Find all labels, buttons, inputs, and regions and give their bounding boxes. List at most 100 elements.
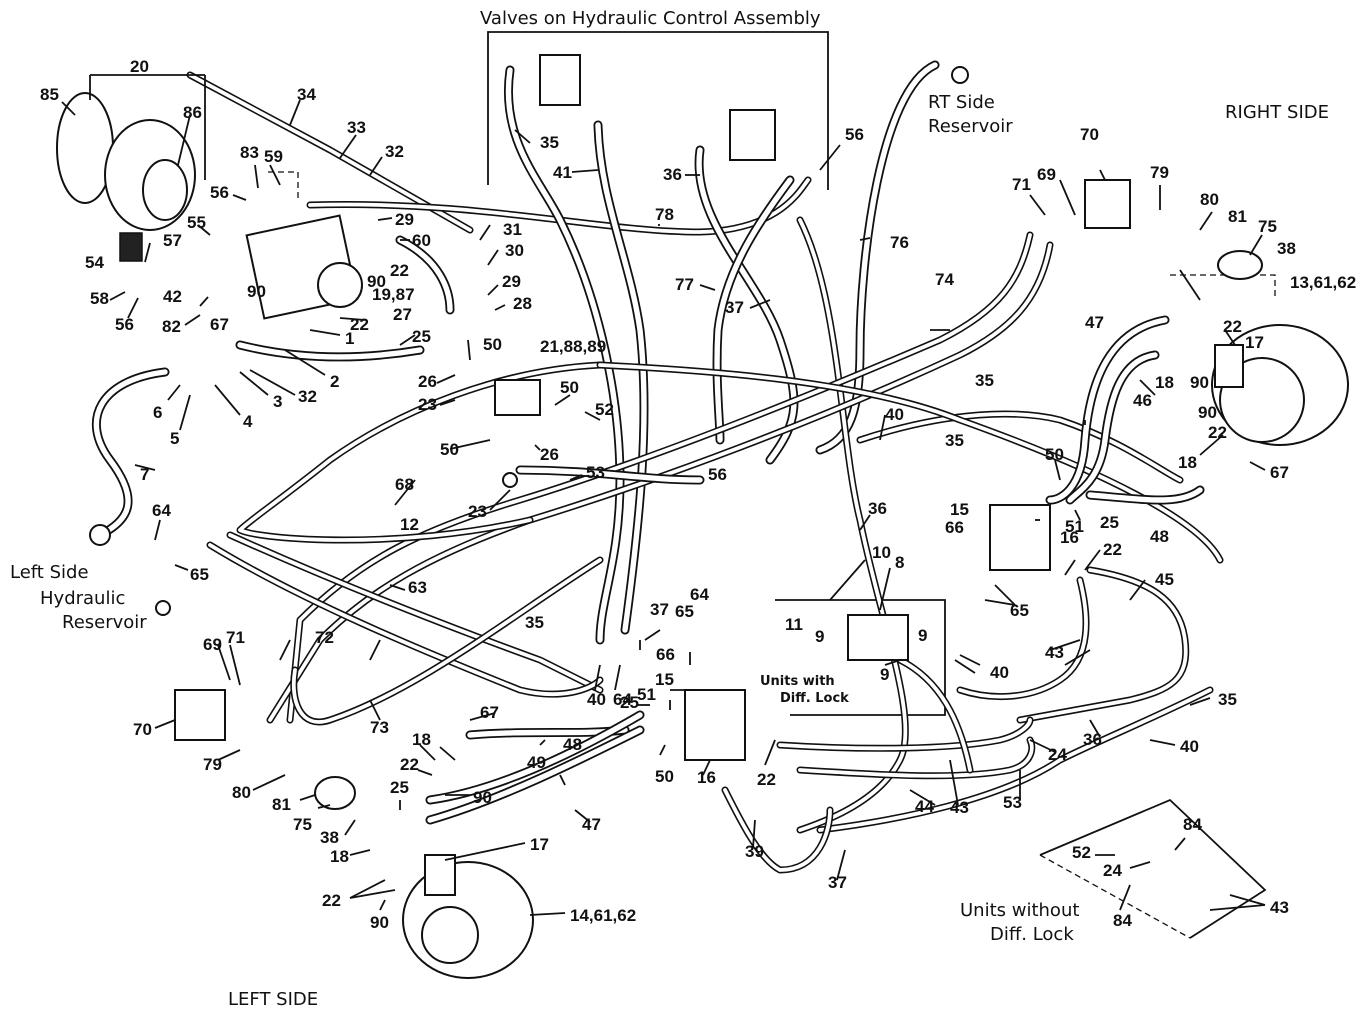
callout-63: 63 bbox=[408, 578, 427, 597]
callout-56: 56 bbox=[845, 125, 864, 144]
callout-10: 10 bbox=[872, 543, 891, 562]
callout-81: 81 bbox=[272, 795, 291, 814]
callout-75: 75 bbox=[293, 815, 312, 834]
callout-44: 44 bbox=[915, 797, 934, 816]
right-charge-pump-70 bbox=[1084, 179, 1131, 229]
callout-40: 40 bbox=[885, 405, 904, 424]
callout-5: 5 bbox=[170, 429, 179, 448]
callout-76: 76 bbox=[890, 233, 909, 252]
callout-24: 24 bbox=[1103, 861, 1122, 880]
left-motor-mount bbox=[424, 854, 456, 896]
callout-38: 38 bbox=[1277, 239, 1296, 258]
callout-26: 26 bbox=[418, 372, 437, 391]
callout-90: 90 bbox=[473, 788, 492, 807]
callout-17: 17 bbox=[530, 835, 549, 854]
callout-69: 69 bbox=[1037, 165, 1056, 184]
callout-9: 9 bbox=[815, 627, 824, 646]
callout-25: 25 bbox=[412, 327, 431, 346]
sender-54 bbox=[119, 232, 143, 262]
callout-73: 73 bbox=[370, 718, 389, 737]
callout-67: 67 bbox=[210, 315, 229, 334]
callout-56: 56 bbox=[708, 465, 727, 484]
callout-6: 6 bbox=[153, 403, 162, 422]
callout-80: 80 bbox=[232, 783, 251, 802]
callout-11: 11 bbox=[785, 615, 803, 634]
hose-end-7 bbox=[89, 524, 111, 546]
callout-43: 43 bbox=[950, 798, 969, 817]
callout-64: 64 bbox=[690, 585, 709, 604]
callout-90: 90 bbox=[247, 282, 266, 301]
label-units-without-2: Diff. Lock bbox=[990, 924, 1074, 945]
callout-35: 35 bbox=[945, 431, 964, 450]
callout-25: 25 bbox=[390, 778, 409, 797]
callout-84: 84 bbox=[1113, 911, 1132, 930]
callout-82: 82 bbox=[162, 317, 181, 336]
callout-25: 25 bbox=[1100, 513, 1119, 532]
callout-41: 41 bbox=[553, 163, 572, 182]
callout-31: 31 bbox=[503, 220, 522, 239]
callout-48: 48 bbox=[563, 735, 582, 754]
components bbox=[56, 54, 1349, 979]
callout-80: 80 bbox=[1200, 190, 1219, 209]
callout-22: 22 bbox=[1223, 317, 1242, 336]
callout-21-88-89: 21,88,89 bbox=[540, 337, 606, 356]
callout-22: 22 bbox=[390, 261, 409, 280]
coupling-81 bbox=[1217, 250, 1263, 280]
inset-boxes bbox=[268, 31, 1276, 939]
callout-49: 49 bbox=[527, 753, 546, 772]
callout-22: 22 bbox=[1208, 423, 1227, 442]
diff-lock-block-8 bbox=[847, 614, 909, 661]
callout-47: 47 bbox=[1085, 313, 1104, 332]
callout-81: 81 bbox=[1228, 207, 1247, 226]
label-right-side: RIGHT SIDE bbox=[1225, 102, 1329, 123]
callout-23: 23 bbox=[418, 395, 437, 414]
coupling-81-left bbox=[314, 776, 356, 810]
callout-36: 36 bbox=[1083, 730, 1102, 749]
callout-84: 84 bbox=[1183, 815, 1202, 834]
callout-57: 57 bbox=[163, 231, 182, 250]
callout-38: 38 bbox=[320, 828, 339, 847]
callout-70: 70 bbox=[1080, 125, 1099, 144]
callout-35: 35 bbox=[525, 613, 544, 632]
callout-69: 69 bbox=[203, 635, 222, 654]
callout-90: 90 bbox=[1198, 403, 1217, 422]
callout-72: 72 bbox=[315, 628, 334, 647]
label-left-side: LEFT SIDE bbox=[228, 989, 318, 1010]
callout-64: 64 bbox=[152, 501, 171, 520]
callout-46: 46 bbox=[1133, 391, 1152, 410]
callout-90: 90 bbox=[367, 272, 386, 291]
callout-77: 77 bbox=[675, 275, 694, 294]
callout-39: 39 bbox=[745, 842, 764, 861]
callout-27: 27 bbox=[393, 305, 412, 324]
callout-18: 18 bbox=[1178, 453, 1197, 472]
valve-block-15-right bbox=[989, 504, 1051, 571]
callout-14-61-62: 14,61,62 bbox=[570, 906, 636, 925]
flange-plate-85 bbox=[56, 92, 114, 204]
label-rt-reservoir-2: Reservoir bbox=[928, 116, 1013, 137]
callout-53: 53 bbox=[586, 463, 605, 482]
callout-42: 42 bbox=[163, 287, 182, 306]
callout-58: 58 bbox=[90, 289, 109, 308]
callout-86: 86 bbox=[183, 103, 202, 122]
callout-32: 32 bbox=[385, 142, 404, 161]
callout-37: 37 bbox=[725, 298, 744, 317]
callout-32: 32 bbox=[298, 387, 317, 406]
callout-15: 15 bbox=[950, 500, 969, 519]
callout-34: 34 bbox=[297, 85, 316, 104]
callout-65: 65 bbox=[1010, 601, 1029, 620]
callout-40: 40 bbox=[1180, 737, 1199, 756]
callout-35: 35 bbox=[540, 133, 559, 152]
callout-70: 70 bbox=[133, 720, 152, 739]
valve-block-b bbox=[729, 109, 776, 161]
callout-65: 65 bbox=[190, 565, 209, 584]
callout-50: 50 bbox=[440, 440, 459, 459]
rt-reservoir-fitting bbox=[951, 66, 969, 84]
label-left-reservoir-3: Reservoir bbox=[62, 612, 147, 633]
callout-13-61-62: 13,61,62 bbox=[1290, 273, 1356, 292]
label-rt-reservoir-1: RT Side bbox=[928, 92, 995, 113]
label-left-reservoir-1: Left Side bbox=[10, 562, 89, 583]
callout-37: 37 bbox=[828, 873, 847, 892]
callout-29: 29 bbox=[502, 272, 521, 291]
label-units-with-1: Units with bbox=[760, 674, 835, 689]
